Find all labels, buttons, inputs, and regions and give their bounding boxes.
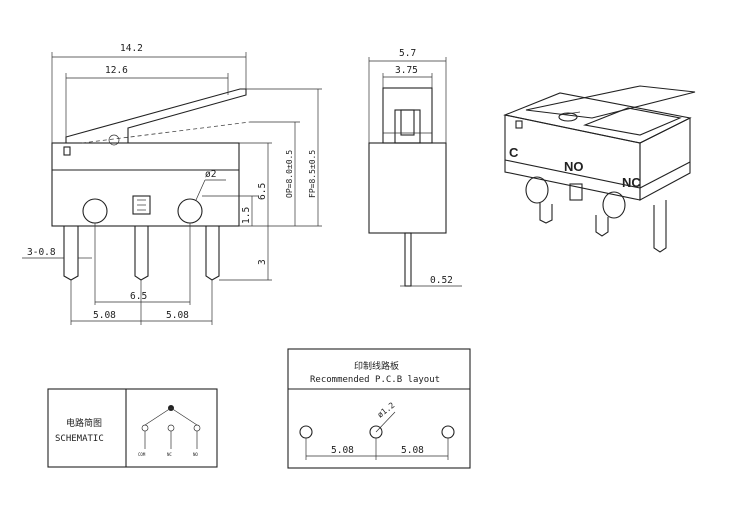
dim-front-width: 5.7 bbox=[399, 48, 416, 59]
dim-op: OP=8.0±0.5 bbox=[285, 150, 294, 198]
pcb-title-en: Recommended P.C.B layout bbox=[310, 375, 440, 385]
dim-fp: FP=8.5±0.5 bbox=[308, 150, 317, 198]
pcb-pitch-1: 5.08 bbox=[331, 445, 354, 456]
pcb-pitch-2: 5.08 bbox=[401, 445, 424, 456]
schematic-title-en: SCHEMATIC bbox=[55, 434, 104, 444]
dim-pin-width: 3-0.8 bbox=[27, 247, 56, 258]
dim-overall-length: 14.2 bbox=[120, 43, 143, 54]
pcb-title-cn: 印制线路板 bbox=[354, 360, 399, 372]
side-view: 14.2 12.6 ø2 3-0.8 6.5 5.08 5.08 1.5 bbox=[22, 43, 322, 325]
schematic-pin-1: NC bbox=[167, 452, 172, 457]
front-view: 5.7 3.75 0.52 bbox=[368, 48, 462, 287]
schematic-pin-0: COM bbox=[138, 452, 146, 457]
schematic-title-cn: 电路简图 bbox=[66, 417, 102, 429]
dim-height-2: 6.5 bbox=[257, 183, 268, 200]
iso-label-nc: NC bbox=[622, 175, 641, 190]
pcb-hole-label: ø1.2 bbox=[376, 401, 397, 420]
dim-pin-thickness: 0.52 bbox=[430, 275, 453, 286]
iso-view: C NO NC bbox=[503, 85, 696, 253]
dim-pitch-b2: 5.08 bbox=[166, 310, 189, 321]
dim-front-inner-width: 3.75 bbox=[395, 65, 418, 76]
dim-height-3: 3 bbox=[257, 259, 268, 265]
dim-hole-diameter: ø2 bbox=[205, 169, 216, 180]
iso-label-no: NO bbox=[564, 159, 584, 174]
dim-lever-length: 12.6 bbox=[105, 65, 128, 76]
dim-pitch-b1: 5.08 bbox=[93, 310, 116, 321]
schematic-pin-2: NO bbox=[193, 452, 198, 457]
pcb-layout-box: 印制线路板 Recommended P.C.B layout 5.08 5.08… bbox=[287, 348, 471, 469]
iso-label-c: C bbox=[509, 145, 519, 160]
schematic-box: 电路简图 SCHEMATIC COM NC NO bbox=[47, 388, 218, 468]
dim-pitch-a: 6.5 bbox=[130, 291, 147, 302]
dim-height-1: 1.5 bbox=[241, 207, 252, 224]
